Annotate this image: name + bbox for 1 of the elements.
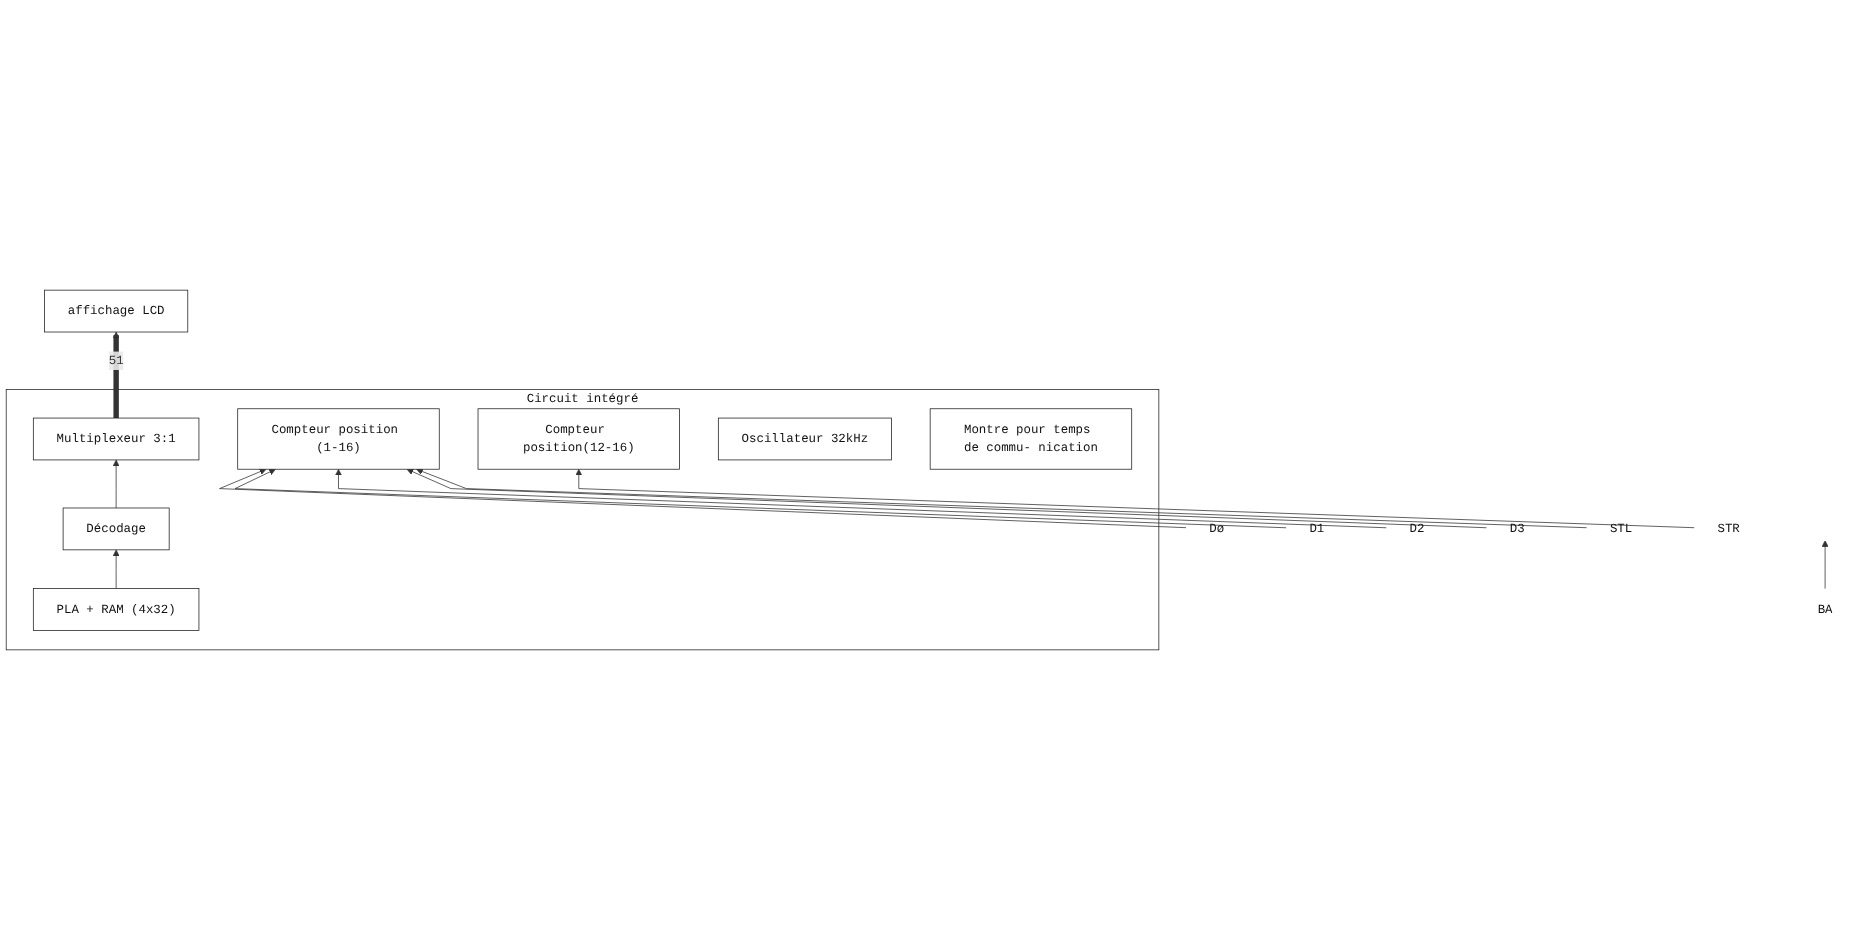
arrow [112, 331, 120, 419]
